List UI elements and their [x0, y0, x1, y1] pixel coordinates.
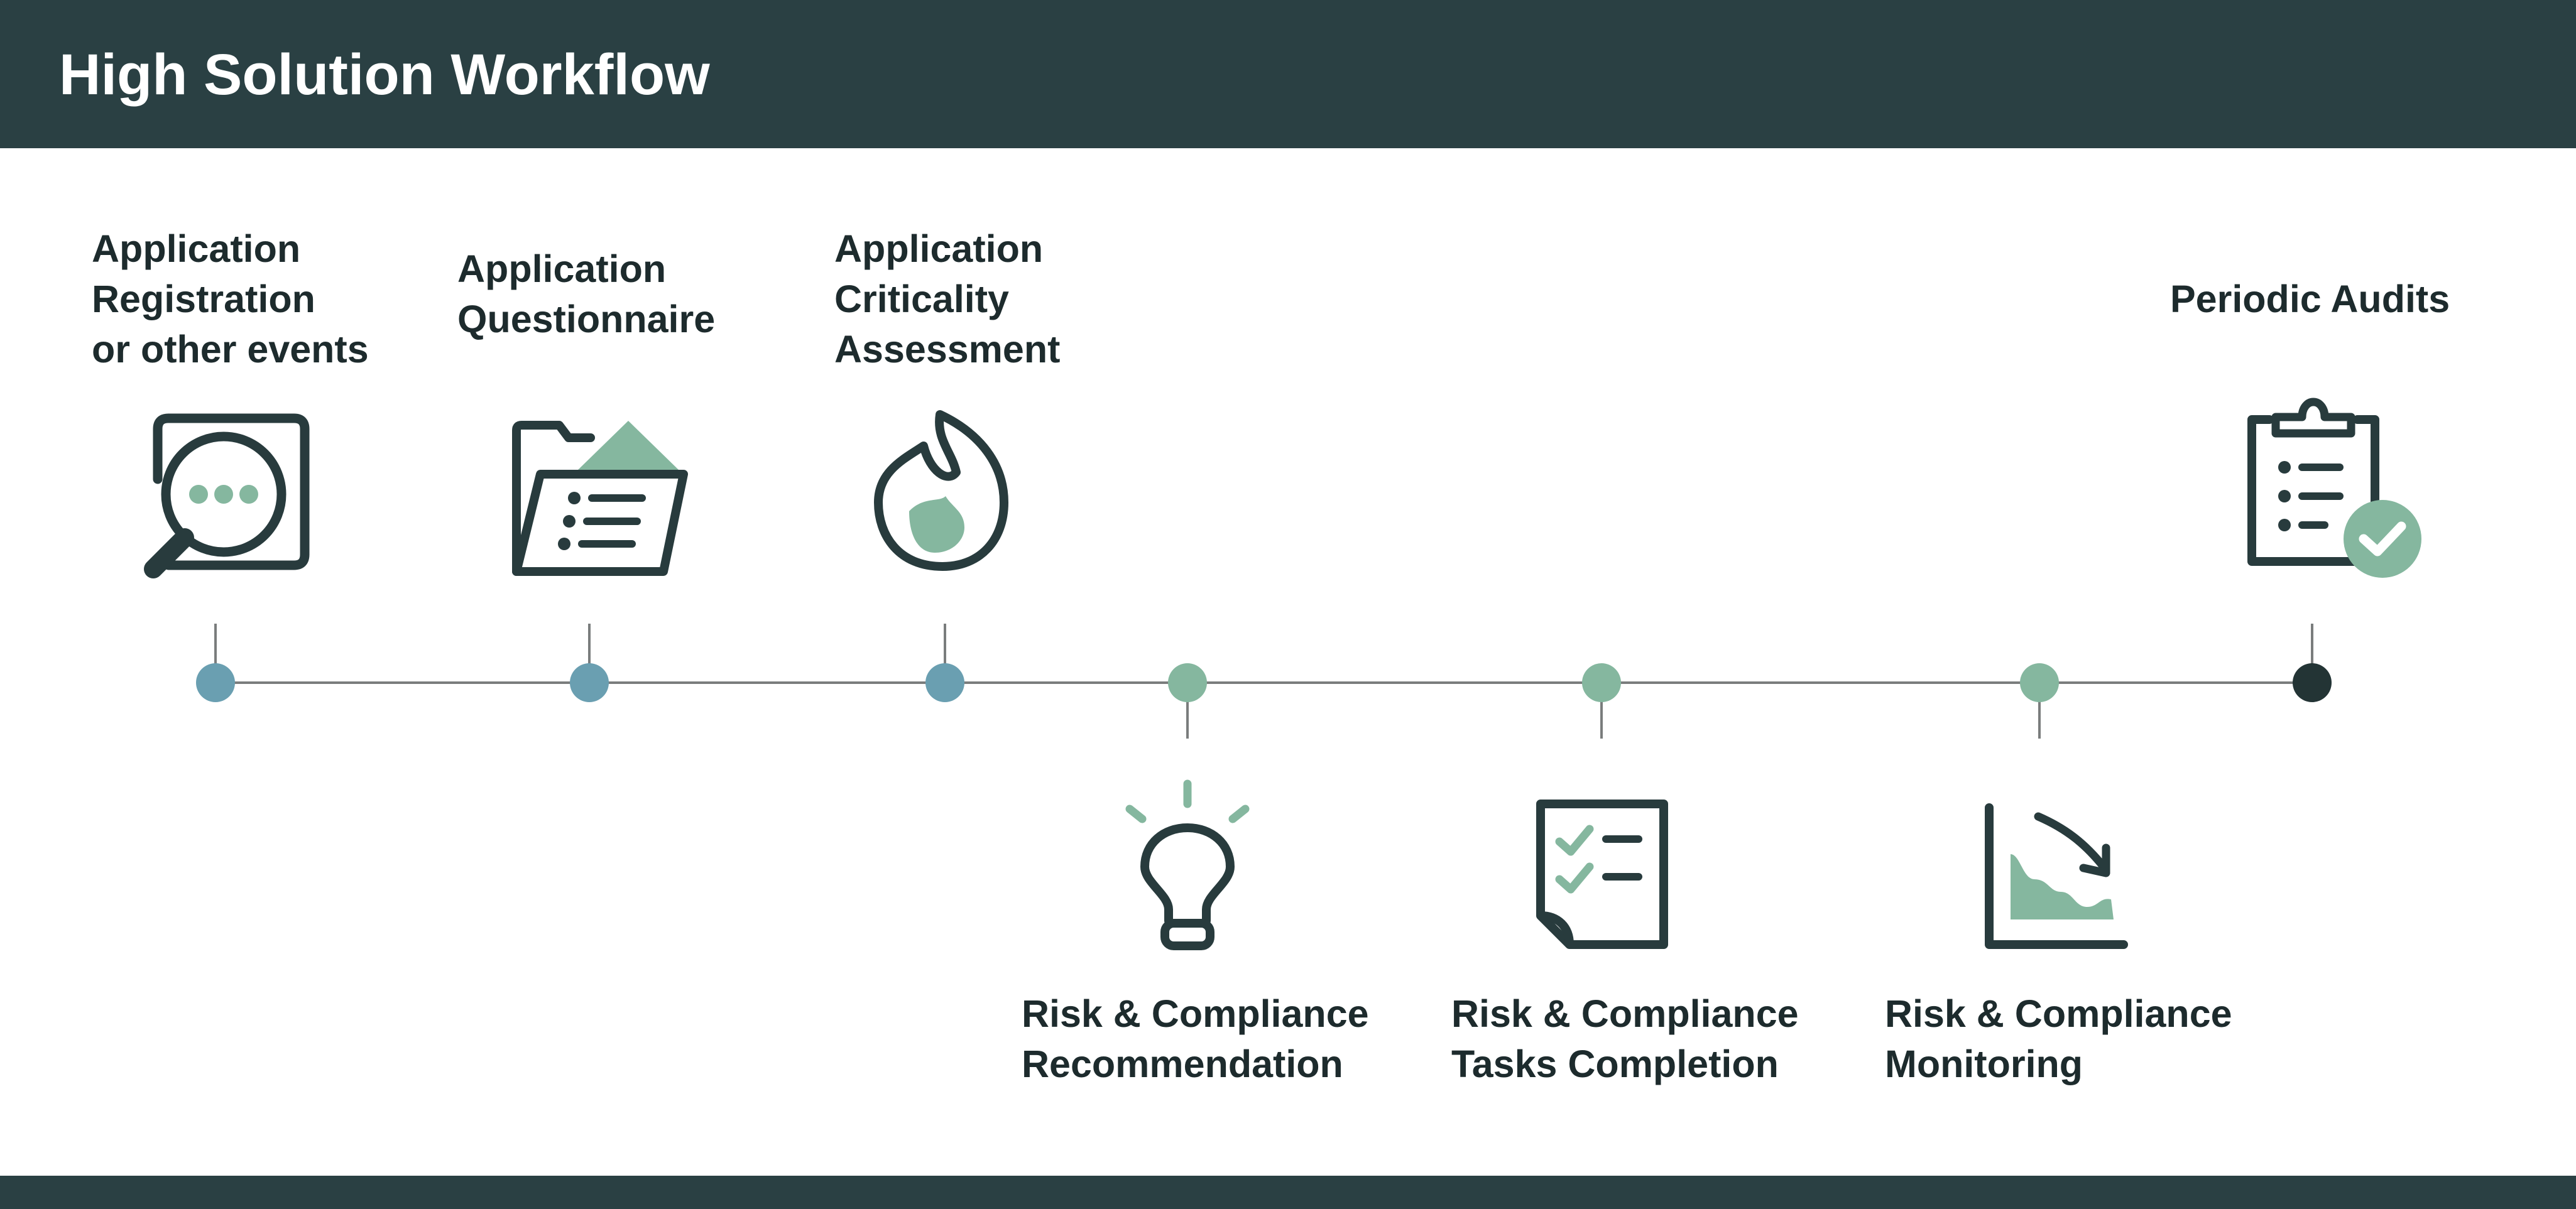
step-label-4-line-1: Risk & Compliance [1022, 992, 1369, 1035]
step-label-6-line-1: Risk & Compliance [1885, 992, 2232, 1035]
step-label-5-line-2: Tasks Completion [1451, 1043, 1779, 1085]
clipboard-check-icon [2247, 398, 2421, 578]
flame-icon [874, 410, 1008, 571]
step-label-2-line-2: Questionnaire [457, 298, 716, 340]
step-label-7-line-1: Periodic Audits [2170, 278, 2450, 320]
folder-list-icon [512, 421, 688, 576]
step-label-2: Application Questionnaire [457, 244, 715, 344]
timeline-dot-5 [1582, 663, 1621, 702]
timeline-dot-2 [570, 663, 609, 702]
footer-bar [0, 1176, 2576, 1209]
step-label-1: Application Registration or other events [92, 224, 369, 374]
timeline-dot-4 [1168, 663, 1207, 702]
step-label-1-line-2: Registration [92, 278, 315, 320]
search-document-icon [144, 413, 310, 578]
lightbulb-icon [1125, 779, 1250, 950]
step-label-5: Risk & Compliance Tasks Completion [1451, 989, 1799, 1089]
step-label-4-line-2: Recommendation [1022, 1043, 1343, 1085]
step-label-5-line-1: Risk & Compliance [1451, 992, 1799, 1035]
checklist-document-icon [1536, 800, 1668, 949]
step-label-6: Risk & Compliance Monitoring [1885, 989, 2232, 1089]
step-label-3-line-1: Application [834, 227, 1044, 270]
step-label-1-line-1: Application [92, 227, 301, 270]
step-label-6-line-2: Monitoring [1885, 1043, 2083, 1085]
step-label-1-line-3: or other events [92, 328, 369, 371]
step-label-7: Periodic Audits [2170, 274, 2450, 324]
timeline-dot-6 [2020, 663, 2059, 702]
area-chart-icon [1985, 803, 2128, 949]
header-bar: High Solution Workflow [0, 0, 2576, 148]
timeline-dot-1 [196, 663, 235, 702]
step-label-2-line-1: Application [457, 247, 667, 290]
timeline-dot-7 [2293, 663, 2332, 702]
step-label-4: Risk & Compliance Recommendation [1022, 989, 1369, 1089]
step-label-3: Application Criticality Assessment [834, 224, 1060, 374]
step-label-3-line-2: Criticality [834, 278, 1009, 320]
page-title: High Solution Workflow [59, 43, 710, 107]
timeline-dot-3 [925, 663, 964, 702]
step-label-3-line-3: Assessment [834, 328, 1061, 371]
